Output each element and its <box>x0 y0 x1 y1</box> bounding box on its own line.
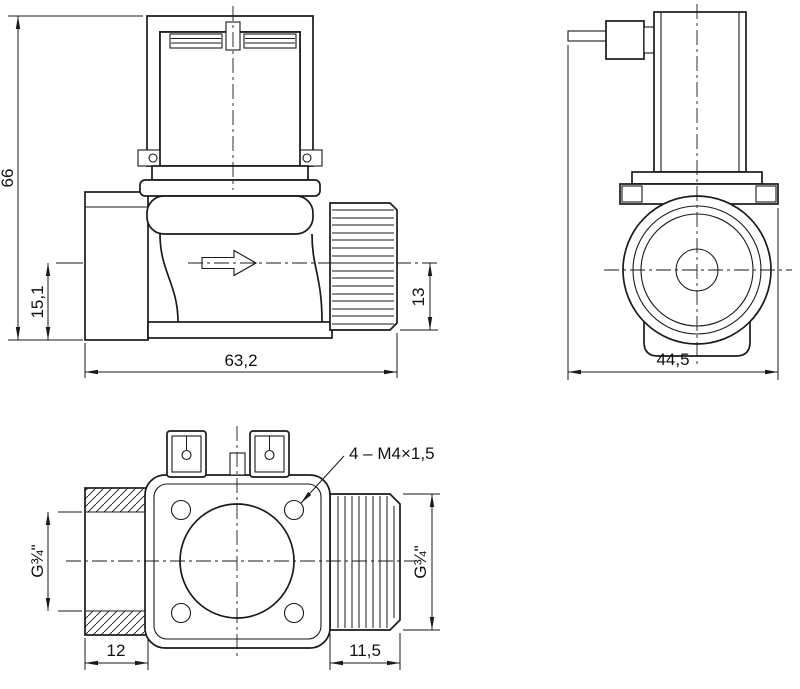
dim-label-15-1: 15,1 <box>28 285 47 318</box>
dimension-overall-height: 66 <box>0 15 143 341</box>
spade-terminal-left <box>166 430 207 478</box>
top-view: 4 – M4×1,5 G¾" G¾" 12 11,5 <box>28 426 440 670</box>
top-view-geometry <box>66 426 416 656</box>
dim-label-g34-right: G¾" <box>411 545 430 578</box>
side-view: 66 15,1 63,2 13 <box>0 6 438 378</box>
screw-hole <box>170 499 192 521</box>
dim-label-44-5: 44,5 <box>656 350 689 369</box>
dim-label-13: 13 <box>409 288 428 307</box>
screw-hole <box>283 499 305 521</box>
dimension-outlet-length: 11,5 <box>329 633 401 670</box>
annotation-screws: 4 – M4×1,5 <box>300 444 435 504</box>
dim-label-66: 66 <box>0 169 17 188</box>
dim-label-g34-left: G¾" <box>28 544 47 577</box>
dimension-outlet-axis: 13 <box>400 263 438 331</box>
front-view-geometry <box>567 4 792 366</box>
dimension-inlet-axis-height: 15,1 <box>28 262 83 340</box>
dim-label-11-5: 11,5 <box>349 641 381 660</box>
dimension-thread-right: G¾" <box>403 493 440 631</box>
inlet-hatch-top <box>85 488 148 512</box>
dimension-overall-width: 44,5 <box>567 45 779 380</box>
dim-label-63-2: 63,2 <box>224 351 257 370</box>
front-view: 44,5 <box>567 4 792 380</box>
dimension-thread-left: G¾" <box>28 511 82 612</box>
spade-terminal-right <box>249 430 290 478</box>
screw-hole <box>170 602 192 624</box>
screw-hole <box>283 602 305 624</box>
side-view-geometry <box>84 6 438 341</box>
dimension-overall-length: 63,2 <box>84 333 398 378</box>
dimension-inlet-depth: 12 <box>84 638 149 670</box>
annotation-screws-label: 4 – M4×1,5 <box>349 444 435 463</box>
outlet-thread-lines <box>332 209 394 325</box>
inlet-hatch-bottom <box>85 611 148 635</box>
dim-label-12: 12 <box>107 641 126 660</box>
outlet-thread-lines <box>337 496 395 628</box>
